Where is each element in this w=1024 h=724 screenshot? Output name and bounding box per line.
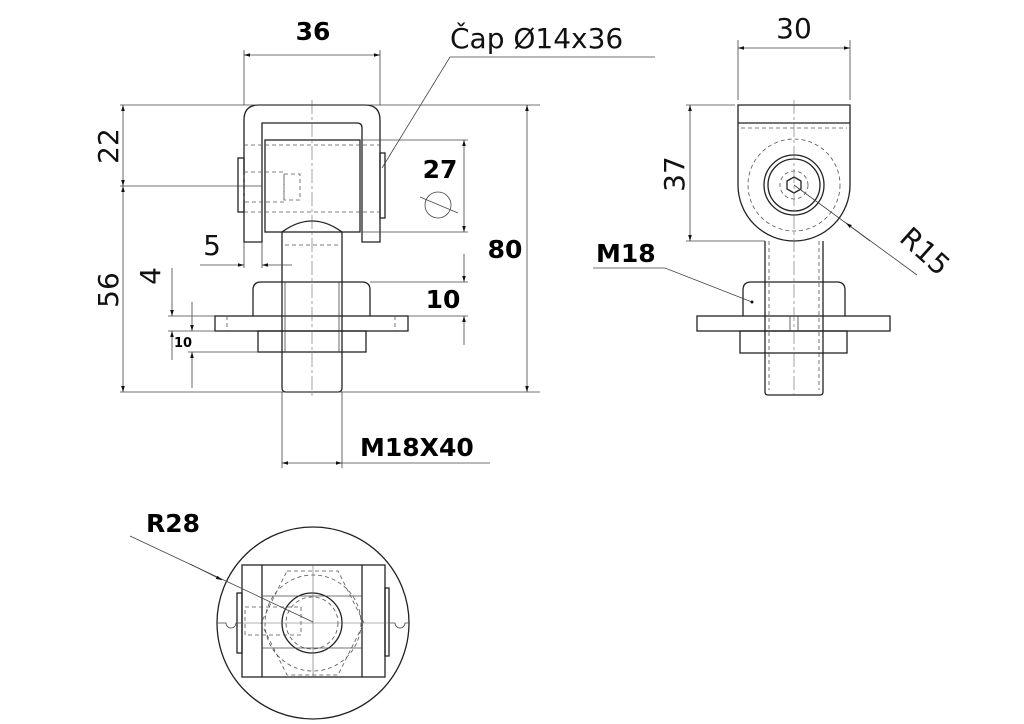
nut-dimension-10: 10 [426,285,461,314]
bracket-side-outline [737,104,851,242]
diameter-symbol-icon [419,191,459,219]
pin-dimension-27: 27 [423,155,458,184]
hinge-body [264,139,361,233]
side-width-dimension-30: 30 [776,12,812,45]
washer-dimension-4: 4 [134,267,167,285]
height-dimension-80: 80 [488,235,523,264]
width-dimension-36: 36 [296,17,331,46]
thread-label-m18x40: M18X40 [360,433,474,462]
lower-dimension-56: 56 [92,272,125,308]
plate-dimension-10: 10 [174,336,192,351]
threaded-shaft [281,220,343,393]
bracket-outline [243,104,381,243]
pin-head-right [379,152,386,219]
pin-head-left [237,157,245,213]
thread-label-m18: M18 [596,239,656,268]
washer-plate [214,315,409,332]
body-top [241,564,386,678]
outer-circle [216,526,410,720]
nut [252,281,371,316]
radius-label-r28: R28 [146,509,200,538]
offset-dimension-5: 5 [203,229,221,262]
radius-label-r15: R15 [893,221,956,282]
front-view: 36 Čap Ø14x36 22 56 80 27 5 10 4 10 [92,17,655,468]
pin-label: Čap Ø14x36 [450,21,623,55]
side-view: 30 37 R15 M18 [593,12,956,398]
top-dimension-22: 22 [92,128,125,164]
bottom-view: R28 [129,509,410,720]
side-height-dimension-37: 37 [658,156,691,192]
